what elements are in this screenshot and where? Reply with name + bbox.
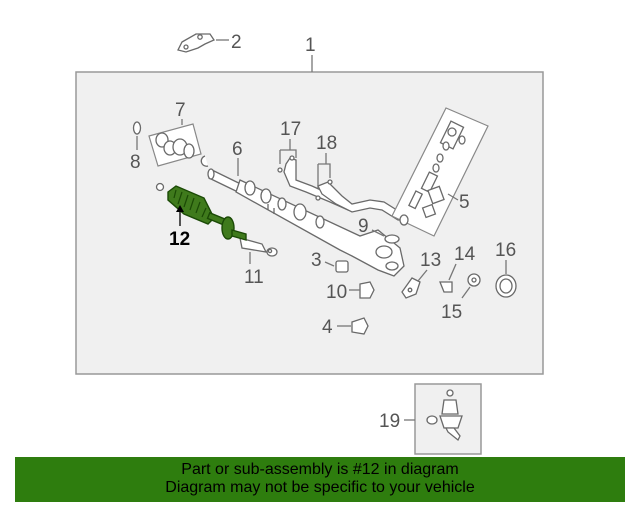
callout-13: 13 xyxy=(420,250,441,271)
callout-2: 2 xyxy=(231,32,242,53)
callout-3: 3 xyxy=(311,250,322,271)
callout-19: 19 xyxy=(379,411,400,432)
banner-line-part-number: Part or sub-assembly is #12 in diagram xyxy=(181,461,459,478)
part-9-bolt[interactable] xyxy=(384,234,400,244)
callout-12: 12 xyxy=(169,229,190,250)
part-10-mount-bushing[interactable] xyxy=(359,281,375,299)
part-19-ball-joint[interactable] xyxy=(426,389,463,442)
part-3-bushing[interactable] xyxy=(335,260,349,273)
callout-7: 7 xyxy=(175,100,186,121)
part-4-mount-bushing[interactable] xyxy=(351,317,369,335)
part-7-seal-kit[interactable] xyxy=(148,123,202,167)
part-5-control-valve[interactable] xyxy=(391,107,489,237)
callout-9: 9 xyxy=(358,216,369,237)
callout-14: 14 xyxy=(454,244,476,265)
banner-line-disclaimer: Diagram may not be specific to your vehi… xyxy=(165,479,475,496)
callout-4: 4 xyxy=(322,317,333,338)
callout-6: 6 xyxy=(232,139,243,160)
part-8-o-ring[interactable] xyxy=(132,121,142,135)
callout-1: 1 xyxy=(305,35,316,56)
callout-11: 11 xyxy=(244,267,264,288)
callout-16: 16 xyxy=(495,240,516,261)
part-12-rack-boot[interactable] xyxy=(155,182,247,241)
callout-12-arrowhead xyxy=(176,205,184,212)
callout-8: 8 xyxy=(130,152,141,173)
callout-10: 10 xyxy=(326,282,347,303)
part-1-steering-gear-housing[interactable] xyxy=(235,179,405,277)
callout-5: 5 xyxy=(459,192,470,213)
part-11-tie-rod-end[interactable] xyxy=(239,237,278,257)
callout-18: 18 xyxy=(316,133,337,154)
part-16-grommet[interactable] xyxy=(495,274,517,298)
callout-17: 17 xyxy=(280,119,301,140)
part-info-banner: Part or sub-assembly is #12 in diagram D… xyxy=(15,457,625,502)
part-2-bracket[interactable] xyxy=(177,33,215,53)
part-13-bracket[interactable] xyxy=(401,277,421,299)
callout-15: 15 xyxy=(441,302,462,323)
part-15-washer[interactable] xyxy=(467,273,481,287)
part-14-nut[interactable] xyxy=(439,281,453,293)
